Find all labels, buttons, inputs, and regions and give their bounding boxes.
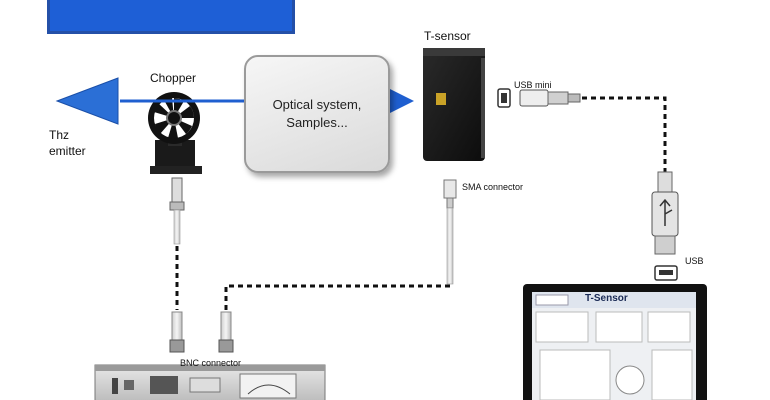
usb-plug-icon	[651, 171, 679, 255]
optical-system-label-line2: Samples...	[286, 115, 348, 130]
optical-system-label-line1: Optical system,	[272, 97, 362, 112]
sma-connector-icon	[443, 179, 457, 285]
usb-mini-label: USB mini	[514, 80, 552, 90]
bnc-connector-left-icon	[169, 311, 185, 353]
sma-connector-label: SMA connector	[462, 182, 524, 192]
chopper-icon	[148, 92, 202, 174]
t-sensor-label: T-sensor	[424, 29, 471, 43]
chopper-bnc-cable-icon	[169, 177, 185, 245]
bnc-connector-label: BNC connector	[180, 358, 242, 368]
t-sensor-device	[423, 48, 485, 161]
thz-emitter-label: Thz emitter	[49, 128, 86, 158]
lock-in-amplifier	[94, 364, 326, 400]
usb-label: USB	[685, 256, 704, 266]
bnc-connector-right-icon	[218, 311, 234, 353]
tablet-app-title: T-Sensor	[585, 293, 628, 304]
optical-system-box: Optical system, Samples...	[244, 55, 390, 173]
chopper-label: Chopper	[150, 71, 197, 85]
usb-mini-plug-icon	[519, 89, 581, 107]
usb-cable	[582, 96, 667, 172]
tablet-device	[523, 284, 707, 400]
sma-cable	[224, 284, 450, 312]
thz-emitter-icon	[55, 77, 119, 125]
title-banner	[47, 0, 295, 34]
